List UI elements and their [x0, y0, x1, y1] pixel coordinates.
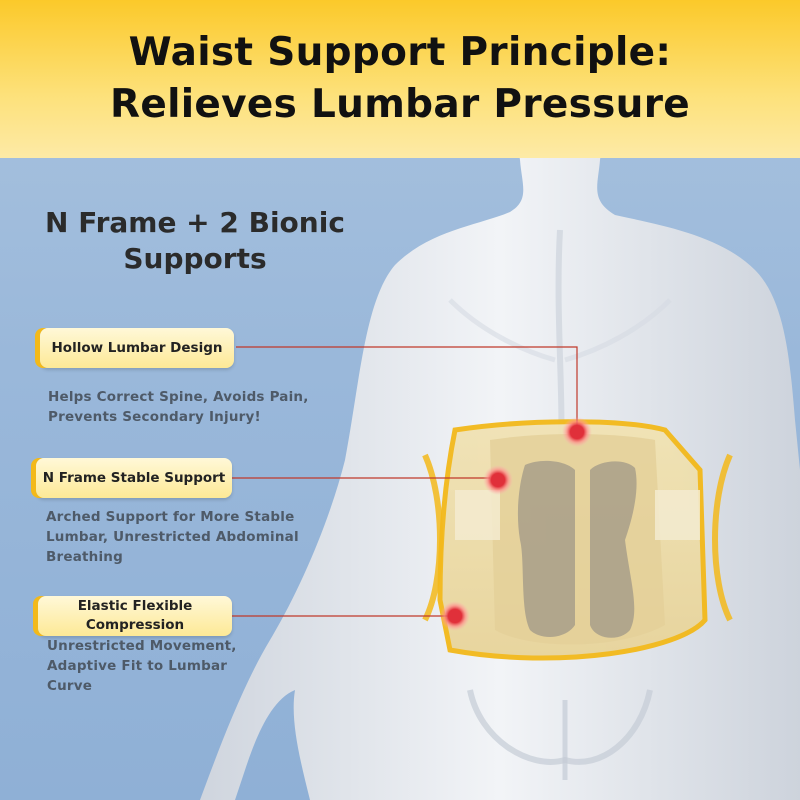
title-line-2: Relieves Lumbar Pressure — [110, 82, 690, 127]
leader-line-hollow — [236, 346, 578, 430]
feature-desc-elastic: Unrestricted Movement, Adaptive Fit to L… — [47, 638, 237, 694]
feature-label-n-frame: N Frame Stable Support — [36, 458, 232, 498]
lumbar-belt — [422, 419, 733, 661]
feature-desc-hollow-lumbar: Helps Correct Spine, Avoids Pain, Preven… — [48, 389, 309, 425]
feature-desc-n-frame: Arched Support for More Stable Lumbar, U… — [46, 509, 299, 565]
feature-label-hollow-lumbar: Hollow Lumbar Design — [40, 328, 234, 368]
section-subtitle: N Frame + 2 Bionic Supports — [45, 206, 345, 275]
title-line-1: Waist Support Principle: — [128, 30, 672, 75]
header-banner: Waist Support Principle: Relieves Lumbar… — [0, 0, 800, 158]
feature-label-elastic: Elastic Flexible Compression — [38, 596, 232, 636]
